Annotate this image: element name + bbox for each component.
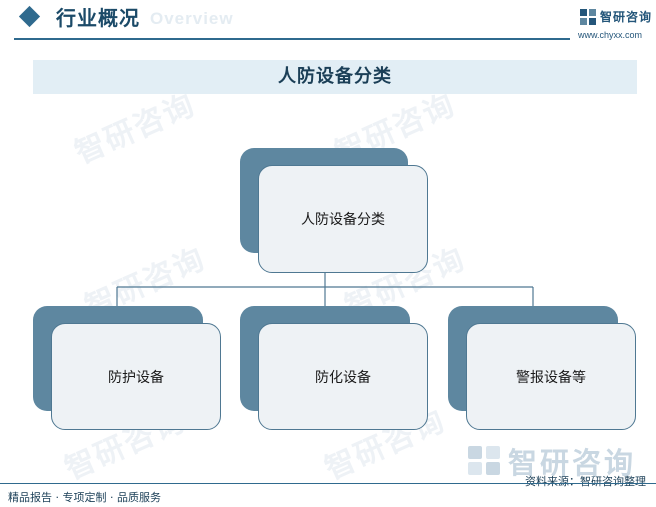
- zhiyan-logo-icon: [580, 8, 596, 25]
- brand-logo[interactable]: 智研咨询: [580, 8, 652, 25]
- child-node-label: 警报设备等: [516, 369, 586, 386]
- root-node: 人防设备分类: [258, 165, 428, 273]
- footer-slogan: 精品报告 · 专项定制 · 品质服务: [8, 491, 161, 504]
- brand-name: 智研咨询: [600, 10, 653, 24]
- header-divider: [14, 38, 570, 40]
- brand-watermark-name: 智研咨询: [508, 446, 637, 480]
- brand-watermark: 智研咨询: [468, 440, 636, 482]
- root-node-label: 人防设备分类: [301, 212, 385, 228]
- brand-watermark-logo-icon: [468, 446, 500, 475]
- child-node-label: 防护设备: [108, 369, 164, 386]
- child-node-protection: 防护设备: [51, 323, 221, 430]
- footer-divider: [0, 483, 656, 484]
- child-node-alarm: 警报设备等: [466, 323, 636, 430]
- brand-url[interactable]: www.chyxx.com: [578, 30, 643, 40]
- child-node-label: 防化设备: [315, 369, 371, 386]
- diagram-title: 人防设备分类: [33, 60, 637, 94]
- source-note: 资料来源：智研咨询整理: [525, 475, 646, 488]
- child-node-chemical-defense: 防化设备: [258, 323, 428, 430]
- header-ghost-text: Overview: [150, 9, 234, 28]
- page-title: 行业概况: [56, 6, 140, 30]
